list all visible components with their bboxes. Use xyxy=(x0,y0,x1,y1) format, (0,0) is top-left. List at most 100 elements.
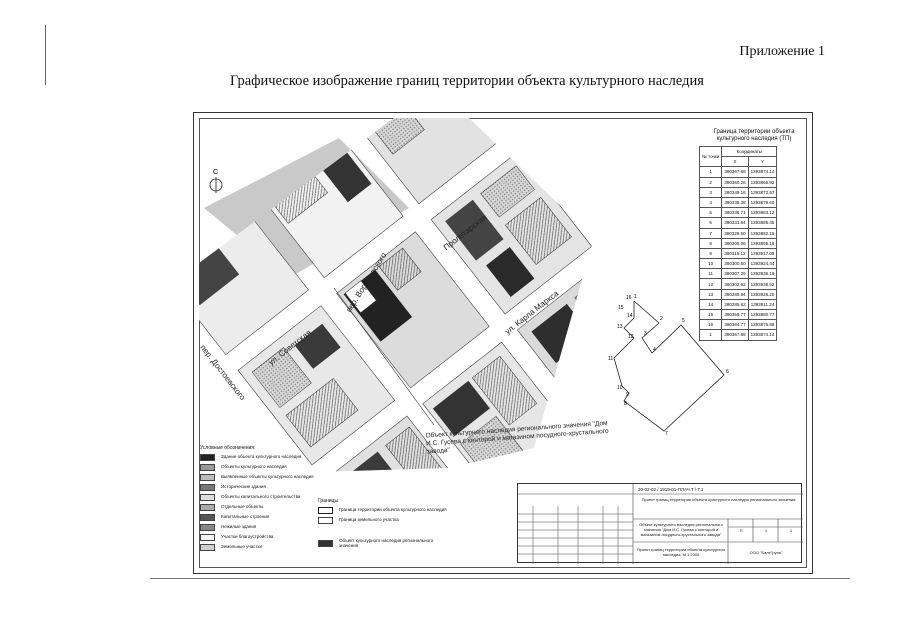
page-edge-line xyxy=(45,25,46,85)
coords-cell: 380336.71 xyxy=(721,207,749,219)
coords-cell: 380315.12 xyxy=(721,247,749,260)
territory-outline xyxy=(613,300,725,432)
coords-cell: 1393936.19 xyxy=(747,268,778,280)
outline-point-label: 12 xyxy=(628,334,634,340)
legend-label: Исторические здания xyxy=(221,484,266,490)
coords-cell: 380331.64 xyxy=(721,217,749,229)
coords-cell: 380329.50 xyxy=(721,227,749,239)
outline-point-label: 8 xyxy=(624,401,627,407)
building xyxy=(385,426,459,473)
coords-cell: 380300.60 xyxy=(721,258,749,270)
north-arrow xyxy=(209,177,223,193)
object-name: Объект культурного наследия региональног… xyxy=(639,522,723,537)
outline-point-label: 10 xyxy=(617,385,623,391)
building xyxy=(504,197,572,265)
legend-label: Граница земельного участка xyxy=(339,517,399,523)
legend-item: Исторические здания xyxy=(200,483,320,491)
sheet-frame xyxy=(199,118,807,568)
coords-cell: 380305.06 xyxy=(721,237,749,249)
coords-cell: 16 xyxy=(698,319,723,331)
coords-cell: 380358.77 xyxy=(721,308,749,321)
coords-cell: 10 xyxy=(698,258,723,270)
north-label: С xyxy=(213,169,218,176)
legend-label: Участки благоустройства xyxy=(221,534,274,540)
block-ne xyxy=(350,118,506,205)
coords-cell: 15 xyxy=(698,308,723,321)
building xyxy=(285,378,359,448)
coords-cell: 1393885.45 xyxy=(747,217,778,229)
legend-item: Объекты культурного наследия xyxy=(200,463,320,471)
outline-point-label: 7 xyxy=(665,431,668,437)
coords-cell: 5 xyxy=(698,207,723,219)
legend-label: Капитальные строения xyxy=(221,514,270,520)
coords-cell: 1393938.52 xyxy=(747,278,778,290)
coords-cell: 380349.16 xyxy=(721,186,749,198)
legend-swatch xyxy=(200,513,215,521)
building xyxy=(574,275,594,362)
coords-cell: 1393883.12 xyxy=(747,207,778,219)
building xyxy=(378,247,422,291)
coords-cell: 1 xyxy=(698,166,723,178)
block-sw xyxy=(323,415,476,473)
building xyxy=(561,342,594,403)
coords-cell: 9 xyxy=(698,247,723,260)
building xyxy=(251,347,312,408)
building xyxy=(486,247,535,297)
stage-value: П xyxy=(739,528,743,533)
block-w xyxy=(237,305,396,466)
legend-swatch xyxy=(200,533,215,541)
legend-label: Граница территории объекта культурного н… xyxy=(339,507,447,513)
coords-cell: 1393895.18 xyxy=(747,237,778,249)
coords-cell: 1393911.24 xyxy=(747,298,778,311)
coords-header-no: № точки xyxy=(698,145,723,168)
building xyxy=(294,323,341,369)
sheet-title: Проект границ территории объекта культур… xyxy=(636,547,726,557)
legend-swatch xyxy=(200,543,215,551)
coords-cell: 1393874.14 xyxy=(747,166,778,178)
title-block: 20-02-02 / 1919-01-ПЛАЧ.Т / Т.1 Проект г… xyxy=(517,483,803,564)
legend-boundaries-heading: Границы xyxy=(318,498,338,504)
legend-item: Участки благоустройства xyxy=(200,533,320,541)
legend-swatch xyxy=(200,523,215,531)
legend-swatch xyxy=(318,516,333,524)
legend-swatch xyxy=(200,453,215,461)
legend-swatch xyxy=(200,473,215,481)
work-title: Проект границ территории объекта культур… xyxy=(641,497,796,502)
coords-cell: 1393926.20 xyxy=(747,288,778,300)
coords-cell: 11 xyxy=(698,268,723,280)
legend-swatch xyxy=(318,539,333,547)
coords-cell: 7 xyxy=(698,227,723,239)
legend-item: Объект культурного наследия региональног… xyxy=(318,538,448,549)
outline-point-label: 4 xyxy=(653,347,656,353)
legend-swatch xyxy=(200,493,215,501)
building xyxy=(432,380,490,437)
coords-cell: 1 xyxy=(698,329,723,341)
legend-label: Нежилые здания xyxy=(221,524,257,530)
building xyxy=(361,118,425,155)
coords-cell: 12 xyxy=(698,278,723,290)
legend-swatch xyxy=(318,506,333,514)
legend-label: Здание объекта культурного наследия xyxy=(221,454,302,460)
coords-cell: 4 xyxy=(698,196,723,209)
sheets-value: 1 xyxy=(789,528,793,533)
courtyard xyxy=(344,280,377,314)
legend-label: Объект культурного наследия региональног… xyxy=(339,537,434,549)
legend-item: Земельные участки xyxy=(200,543,320,551)
legend-item: Объекты капитального строительства xyxy=(200,493,320,501)
